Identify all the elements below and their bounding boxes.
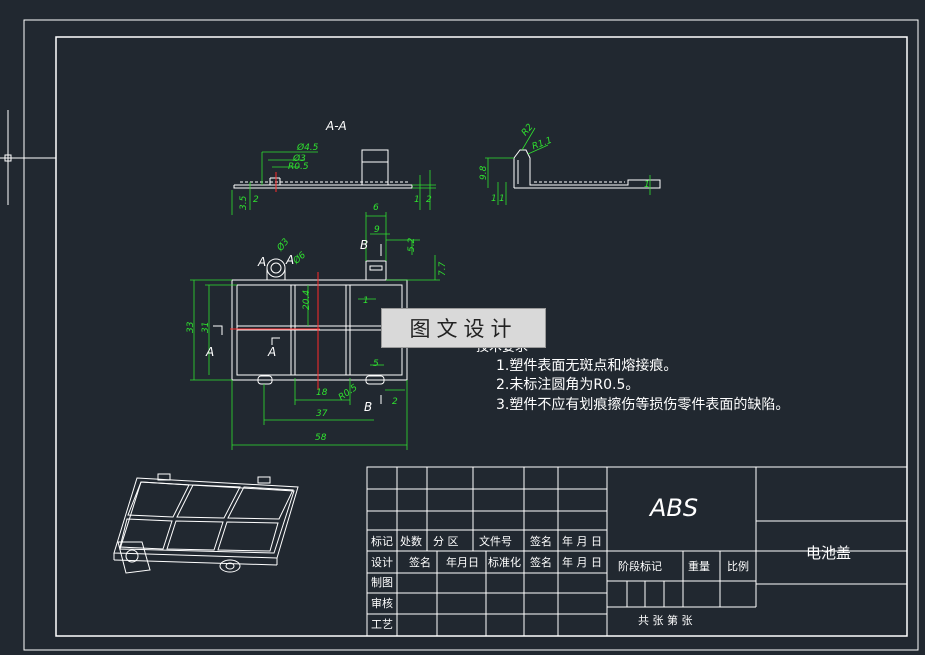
view-a-bottom-left: A xyxy=(205,345,214,359)
outer-frame xyxy=(23,19,919,651)
dim-5-2: 5.2 xyxy=(407,237,417,252)
dim-2b: 2 xyxy=(426,195,432,205)
dim-d4-5: Ø4.5 xyxy=(296,142,319,153)
title-block-labels: 标记 处数 分 区 文件号 签名 年 月 日 设计 签名 年月日 标准化 签名 … xyxy=(371,534,749,631)
dim-6: 6 xyxy=(373,203,379,213)
tb-label-date: 年 月 日 xyxy=(562,534,602,548)
section-markers xyxy=(213,325,280,345)
tb-label-review: 审核 xyxy=(371,596,393,610)
dim-20-4: 20.4 xyxy=(302,290,312,310)
dim-37: 37 xyxy=(316,409,328,419)
dim-d3b: Ø3 xyxy=(274,236,291,254)
dim-3-5: 3.5 xyxy=(239,195,249,210)
tb-label-marker: 标记 xyxy=(371,534,393,548)
dim-r2: R2 xyxy=(520,122,536,138)
crosshair-icon xyxy=(0,110,56,205)
tb-label-design: 设计 xyxy=(371,556,393,569)
view-b-bottom: B xyxy=(364,400,372,414)
title-block xyxy=(366,466,908,637)
tb-label-count: 处数 xyxy=(400,535,422,548)
material-label: ABS xyxy=(648,494,698,522)
dim-d3: Ø3 xyxy=(292,153,306,164)
tb-label-sign: 签名 xyxy=(530,534,552,548)
dim-9-8: 9.8 xyxy=(479,165,489,180)
requirement-item-2: 2.未标注圆角为R0.5。 xyxy=(496,377,639,393)
tb-label-sign3: 签名 xyxy=(530,555,552,569)
tb-label-date3: 年 月 日 xyxy=(562,555,602,569)
dim-18: 18 xyxy=(316,388,328,398)
requirement-item-1: 1.塑件表面无斑点和熔接痕。 xyxy=(496,357,677,374)
view-b-top: B xyxy=(360,238,368,252)
tb-label-sheets: 共 张 第 张 xyxy=(638,613,693,627)
dim-7-7: 7.7 xyxy=(438,261,448,276)
tb-label-stage: 阶段标记 xyxy=(618,559,662,573)
watermark: 图文设计 xyxy=(381,308,546,348)
dim-1d: 1 xyxy=(644,180,650,190)
view-a-right: A xyxy=(285,253,294,267)
side-view-dims xyxy=(485,127,651,205)
plan-view-dims xyxy=(190,212,440,450)
side-view xyxy=(513,149,661,189)
dim-5: 5 xyxy=(373,359,379,369)
dim-9: 9 xyxy=(374,225,380,235)
dim-2a: 2 xyxy=(253,195,259,205)
dim-33: 33 xyxy=(186,321,196,333)
view-a-bottom-right: A xyxy=(267,345,276,359)
dim-1c: 1 xyxy=(499,194,505,204)
technical-requirements: 技术要求 1.塑件表面无斑点和熔接痕。 2.未标注圆角为R0.5。 3.塑件不应… xyxy=(476,340,789,413)
dim-31: 31 xyxy=(201,322,211,333)
dim-1b: 1 xyxy=(491,194,497,204)
tb-label-process: 工艺 xyxy=(371,618,393,631)
part-name: 电池盖 xyxy=(806,544,851,562)
tb-label-scale: 比例 xyxy=(727,559,749,573)
section-label: A-A xyxy=(325,119,347,133)
tb-label-file-no: 文件号 xyxy=(479,534,512,548)
section-a-a-dims xyxy=(231,151,436,215)
dim-r0-5: R0.5 xyxy=(288,162,309,172)
requirement-item-3: 3.塑件不应有划痕擦伤等损伤零件表面的缺陷。 xyxy=(496,396,789,413)
dim-1a: 1 xyxy=(414,195,420,205)
section-a-a-view xyxy=(233,149,413,189)
tb-label-standard: 标准化 xyxy=(488,555,521,569)
dim-r1-1: R1.1 xyxy=(531,136,554,152)
dim-1: 1 xyxy=(363,296,369,306)
dim-2c: 2 xyxy=(392,397,398,407)
tb-label-zone: 分 区 xyxy=(433,535,459,548)
tb-label-date2: 年月日 xyxy=(446,555,479,569)
tb-label-weight: 重量 xyxy=(688,559,710,573)
tb-label-sign2: 签名 xyxy=(409,555,431,569)
tb-label-draw: 制图 xyxy=(371,576,393,589)
isometric-view xyxy=(113,473,299,574)
dim-58: 58 xyxy=(315,433,327,443)
view-a-left: A xyxy=(257,255,266,269)
